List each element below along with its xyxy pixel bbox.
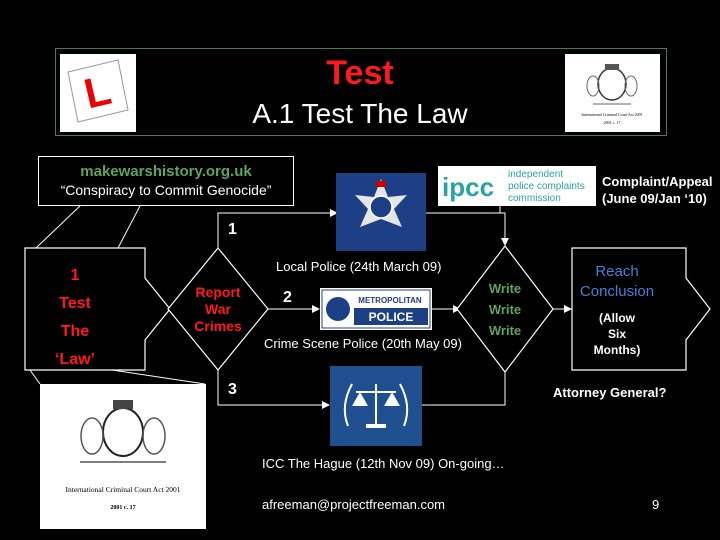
attorney-general-label: Attorney General? — [553, 385, 667, 400]
svg-text:International Criminal Court A: International Criminal Court Act 2001 — [581, 112, 642, 117]
page-number: 9 — [652, 497, 660, 512]
branch-line-1 — [217, 212, 330, 248]
connector-mwh-to-test-2 — [117, 205, 141, 249]
act-document-small: International Criminal Court Act 2001 20… — [565, 54, 660, 132]
footer-email: afreeman@projectfreeman.com — [262, 497, 445, 512]
write-diamond-shape — [456, 245, 554, 373]
conclusion-arrow-shape — [571, 247, 711, 371]
svg-text:POLICE: POLICE — [369, 310, 414, 324]
royal-crest-icon — [586, 64, 638, 105]
source-quote: “Conspiracy to Commit Genocide” — [60, 182, 272, 198]
page-title: Test — [326, 54, 394, 92]
conclusion-text: Reach Conclusion (Allow Six Months) — [579, 263, 655, 357]
svg-text:ipcc: ipcc — [442, 172, 494, 202]
svg-text:METROPOLITAN: METROPOLITAN — [358, 296, 422, 305]
branch-label-3: ICC The Hague (12th Nov 09) On-going… — [262, 456, 505, 471]
source-box: makewarshistory.org.uk “Conspiracy to Co… — [38, 156, 294, 206]
connector-icc-to-write — [422, 372, 506, 406]
test-arrow-shape — [24, 247, 171, 371]
connector-local-to-write — [426, 212, 506, 240]
met-police-logo: METROPOLITAN POLICE — [320, 288, 432, 330]
svg-text:2001 c. 17: 2001 c. 17 — [110, 505, 135, 511]
branch-line-3 — [217, 370, 322, 406]
source-url: makewarshistory.org.uk — [80, 163, 252, 180]
ipcc-logo: ipcc independent police complaints commi… — [438, 166, 596, 206]
branch-number-1: 1 — [228, 221, 237, 238]
branch-label-1: Local Police (24th March 09) — [276, 259, 442, 274]
icc-logo — [330, 366, 422, 446]
page-subtitle: A.1 Test The Law — [252, 98, 468, 129]
branch-number-3: 3 — [228, 381, 237, 398]
royal-crest-large-icon — [80, 400, 166, 463]
connector-local-arrowhead — [501, 238, 509, 246]
connector-test-to-act-2 — [111, 369, 206, 385]
branch-label-2: Crime Scene Police (20th May 09) — [264, 336, 462, 351]
branch-number-2: 2 — [283, 289, 292, 306]
svg-text:independent: independent — [508, 169, 563, 180]
test-arrow-text: 1 Test The ‘Law’ — [54, 267, 95, 368]
write-diamond-text: Write Write Write — [488, 281, 522, 338]
act-document-large: International Criminal Court Act 2001 20… — [40, 384, 206, 529]
l-plate-image: L — [60, 54, 136, 132]
branch-arrowhead-3 — [322, 401, 330, 409]
local-police-badge — [336, 173, 426, 251]
svg-text:police complaints: police complaints — [508, 181, 585, 192]
connector-conclusion-arrowhead — [564, 305, 572, 313]
connector-mwh-to-test — [35, 205, 81, 249]
report-diamond-text: Report War Crimes — [194, 284, 242, 334]
svg-text:International Criminal Court A: International Criminal Court Act 2001 — [66, 485, 181, 494]
scales-of-justice-icon — [343, 383, 409, 428]
met-crest-icon — [326, 297, 350, 321]
connector-test-to-act — [29, 369, 41, 385]
svg-text:2001 c. 17: 2001 c. 17 — [604, 120, 621, 125]
branch-arrowhead-1 — [330, 209, 338, 217]
branch-arrowhead-2 — [312, 305, 320, 313]
title-frame — [55, 48, 667, 136]
complaint-label: Complaint/Appeal (June 09/Jan ‘10) — [602, 174, 713, 206]
svg-text:commission: commission — [508, 193, 561, 204]
police-star-icon — [355, 179, 407, 227]
